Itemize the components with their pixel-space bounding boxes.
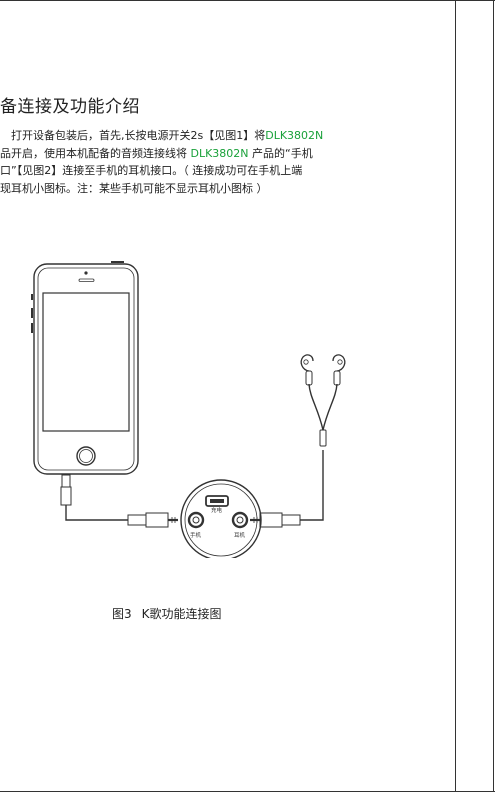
figure-caption: 图3 K歌功能连接图 <box>112 605 222 622</box>
figure-number: 图3 <box>112 607 132 621</box>
hub-phone-plug <box>127 512 178 528</box>
paragraph-text: 品开启，使用本机配备的音频连接线将 <box>0 146 191 160</box>
cable-hub-to-earphones <box>300 450 324 521</box>
earphones-illustration <box>300 354 346 447</box>
frame-bottom-border <box>0 791 495 792</box>
hub-charge-label: 充电 <box>211 506 223 514</box>
paragraph-text: 打开设备包装后，首先,长按电源开关2s【见图1】将 <box>0 129 266 142</box>
paragraph-text: 产品的“手机 <box>248 146 313 160</box>
frame-right-border <box>493 0 494 792</box>
model-name-highlight: DLK3802N <box>265 129 324 142</box>
figure-caption-text: K歌功能连接图 <box>141 607 222 621</box>
hub-headphone-plug <box>250 512 301 528</box>
paragraph-line-2: 品开启，使用本机配备的音频连接线将 DLK3802N 产品的“手机 <box>0 145 410 163</box>
paragraph-line-1: 打开设备包装后，首先,长按电源开关2s【见图1】将DLK3802N <box>0 127 410 145</box>
frame-top-border <box>0 0 495 1</box>
connection-diagram-svg: 充电 手机 耳机 <box>31 261 346 561</box>
cable-phone-to-hub <box>65 505 128 521</box>
model-name-highlight: DLK3802N <box>190 146 249 160</box>
instruction-paragraph: 打开设备包装后，首先,长按电源开关2s【见图1】将DLK3802N 品开启，使用… <box>0 127 410 197</box>
hub-phone-label: 手机 <box>190 531 202 539</box>
paragraph-line-3: 口”【见图2】连接至手机的耳机接口。（ 连接成功可在手机上端 <box>0 164 303 177</box>
dlk-hub-device <box>180 479 262 561</box>
page-divider-line <box>455 0 456 792</box>
phone-illustration <box>31 261 139 475</box>
hub-headphone-label: 耳机 <box>234 531 246 539</box>
phone-audio-plug <box>60 474 72 506</box>
paragraph-line-4: 现耳机小图标。注：某些手机可能不显示耳机小图标 ） <box>0 181 268 195</box>
section-title: 备连接及功能介绍 <box>0 97 140 117</box>
connection-diagram: 充电 手机 耳机 <box>0 258 420 561</box>
